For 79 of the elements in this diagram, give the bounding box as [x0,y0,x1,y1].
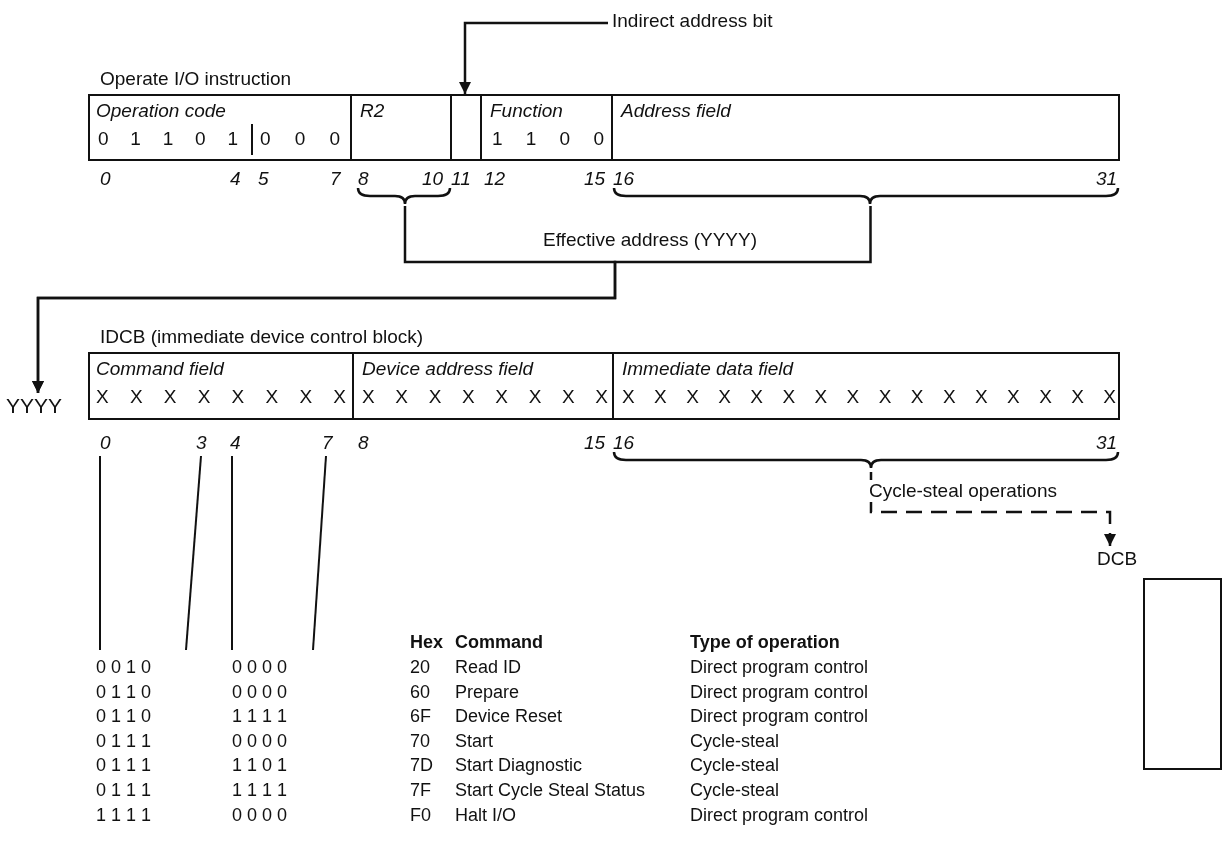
table-text: Direct program control [690,706,869,728]
table-text: Start Diagnostic [455,755,583,777]
edge-label: Cycle-steal operations [866,480,1060,502]
bit-number: 4 [230,432,241,454]
connector-arrow [32,206,872,393]
table-text: Cycle-steal [690,780,780,801]
table-text: F0 [410,804,431,826]
table-text: Read ID [455,657,522,678]
bit-number: 4 [230,168,241,190]
bit-values: 0 0 0 [260,128,340,150]
table-text: Direct program control [690,681,869,703]
block-title: DCB [1097,548,1138,570]
field-name: Function [490,100,563,122]
table-text: 20 [410,657,431,678]
column-header: Hex [410,632,444,653]
table-text: Direct program control [690,657,869,678]
column-header: Type of operation [690,632,840,653]
bit-number: 11 [451,168,471,190]
table-text: 0 1 1 1 [96,780,152,801]
field-name: Command field [96,358,224,380]
field-name: Operation code [96,100,226,122]
bit-number: 16 [613,168,635,190]
bit-number: 0 [100,168,111,190]
table-text: 0 0 1 0 [96,657,152,678]
field-name: Address field [621,100,731,122]
table-text: 7F [410,780,431,801]
bit-number: 31 [1096,432,1118,454]
format-title: IDCB (immediate device control block) [100,326,424,348]
callout-text: Indirect address bit [612,10,792,36]
table-text: 1 1 1 1 [232,780,288,801]
bit-number: 3 [196,432,207,454]
bit-number: 16 [613,432,635,454]
bit-values: X X X X X X X X X X X X X X X X [622,386,1116,408]
table-text: Device Reset [455,706,563,728]
table-text: Start Cycle Steal Status [455,780,646,801]
table-text: 0 1 1 0 [96,706,152,728]
field-name: Device address field [362,358,534,380]
table-text: 0 0 0 0 [232,657,288,678]
bit-values: X X X X X X X X [96,386,346,408]
table-text: 0 0 0 0 [232,804,288,826]
bit-number: 8 [358,432,369,454]
field-name: R2 [360,100,385,122]
table-text: 6F [410,706,431,728]
bit-number: 8 [358,168,369,190]
column-header: Command [455,632,543,653]
bit-number: 31 [1096,168,1118,190]
bit-number: 0 [100,432,111,454]
table-text: Cycle-steal [690,755,780,777]
table-text: 0 1 1 0 [96,681,152,703]
bit-values: X X X X X X X X [362,386,608,408]
bit-number: 10 [422,168,444,190]
table-text: Prepare [455,681,520,703]
table-text: 0 1 1 1 [96,730,152,752]
table-text: 0 1 1 1 [96,755,152,777]
table-text: Halt I/O [455,804,516,826]
table-text: Cycle-steal [690,730,780,752]
table-text: 1 1 0 1 [232,755,288,777]
table-text: 0 0 0 0 [232,730,288,752]
bit-number: 12 [484,168,506,190]
field-name: Immediate data field [622,358,794,380]
table-text: 60 [410,681,431,703]
callout-text: YYYY [6,393,86,419]
table-text: 1 1 1 1 [96,804,152,826]
bit-number: 7 [330,168,341,190]
format-title: Operate I/O instruction [100,68,292,90]
table-text: 0 0 0 0 [232,681,288,703]
bit-number: 15 [584,168,606,190]
bit-values: 1 1 0 0 [492,128,604,150]
table-text: 1 1 1 1 [232,706,288,728]
table-text: Start [455,730,493,752]
connector-arrow [869,472,1116,546]
bit-number: 15 [584,432,606,454]
table-text: 7D [410,755,433,777]
bit-number: 7 [322,432,333,454]
bit-number: 5 [258,168,269,190]
bit-values: 0 1 1 0 1 [98,128,238,150]
connector-arrow [459,21,608,94]
table-text: 70 [410,730,431,752]
table-text: Direct program control [690,804,869,826]
